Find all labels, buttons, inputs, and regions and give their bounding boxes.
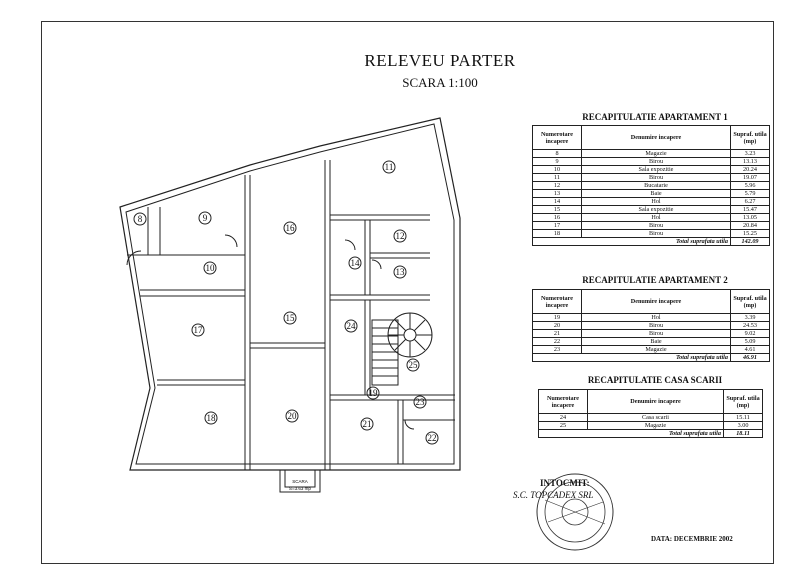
room-label: 16 [286, 223, 296, 233]
room-label: 18 [207, 413, 217, 423]
header-area: Supraf. utila (mp) [730, 125, 770, 150]
room-label: 17 [194, 325, 204, 335]
seal-stamp [536, 473, 614, 551]
prepared-by-label: INTOCMIT: [540, 478, 590, 488]
header-name: Denumire incapere [581, 289, 731, 314]
header-num: Numerotare incapere [532, 125, 582, 150]
room-label: 14 [351, 258, 361, 268]
header-num: Numerotare incapere [532, 289, 582, 314]
recap-stair-table: Numerotare incapere Denumire incapere Su… [538, 389, 763, 438]
room-label: 20 [288, 411, 298, 421]
recap-stair-title: RECAPITULATIE CASA SCARII [587, 375, 723, 385]
room-label: 21 [363, 419, 372, 429]
room-label: 23 [416, 397, 426, 407]
recap-ap1-table: Numerotare incapere Denumire incapere Su… [532, 125, 770, 246]
room-label: 19 [369, 388, 379, 398]
room-label: 15 [286, 313, 296, 323]
stair-label: SCARA [292, 479, 308, 484]
room-label: 24 [347, 321, 357, 331]
room-label: 22 [428, 433, 437, 443]
recap-ap2-title: RECAPITULATIE APARTAMENT 2 [582, 275, 728, 285]
room-label: 10 [206, 263, 216, 273]
room-label: 9 [203, 213, 208, 223]
header-name: Denumire incapere [587, 389, 724, 414]
room-label: 11 [385, 162, 394, 172]
drawing-frame [41, 21, 774, 564]
room-label: 13 [396, 267, 406, 277]
header-num: Numerotare incapere [538, 389, 588, 414]
firm-name: S.C. TOPCADEX SRL [513, 490, 594, 500]
header-name: Denumire incapere [581, 125, 731, 150]
recap-ap2-table: Numerotare incapere Denumire incapere Su… [532, 289, 770, 362]
drawing-date: DATA: DECEMBRIE 2002 [651, 535, 733, 543]
header-area: Supraf. utila (mp) [730, 289, 770, 314]
room-label: 8 [138, 214, 143, 224]
header-area: Supraf. utila (mp) [723, 389, 763, 414]
drawing-title: RELEVEU PARTER [364, 51, 516, 70]
recap-ap1-title: RECAPITULATIE APARTAMENT 1 [582, 112, 728, 122]
drawing-scale: SCARA 1:100 [402, 75, 478, 90]
stair-area: S=3.63 mp [289, 486, 311, 491]
room-label: 12 [396, 231, 405, 241]
room-label: 25 [409, 360, 419, 370]
